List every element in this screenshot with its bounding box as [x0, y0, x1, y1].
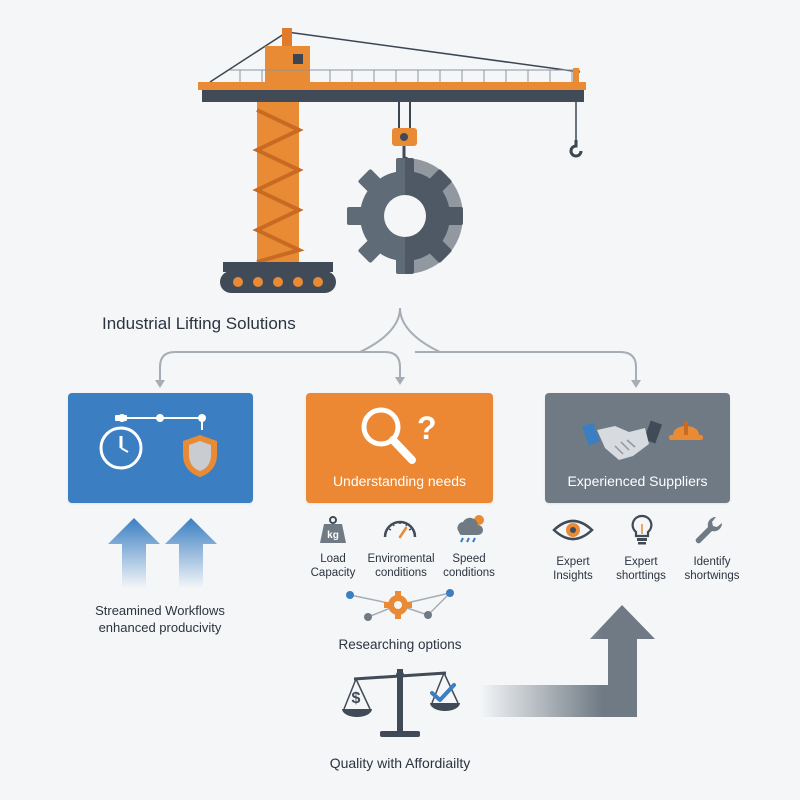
- shield-icon: [183, 435, 217, 477]
- supplier-item-line2: Insights: [553, 570, 593, 582]
- supplier-item-line1: Expert: [624, 556, 658, 568]
- workflow-card[interactable]: [68, 393, 253, 503]
- supplier-item-line2: shorttings: [616, 570, 666, 582]
- network-gear-icon: [346, 589, 454, 621]
- page-title: Industrial Lifting Solutions: [102, 314, 296, 333]
- dollar-sign: $: [352, 690, 361, 707]
- supplier-item: Expert Insights: [540, 555, 606, 583]
- need-item: Enviromental conditions: [360, 552, 442, 580]
- quality-label: Quality with Affordiailty: [329, 755, 471, 771]
- need-item-line2: Capacity: [310, 567, 356, 579]
- supplier-item: Identify shortwings: [672, 555, 752, 583]
- need-item: Load Capacity: [300, 552, 366, 580]
- eye-icon: [552, 519, 594, 541]
- needs-card-label: Understanding needs: [332, 473, 467, 489]
- weight-kg-text: kg: [327, 530, 339, 541]
- up-arrow-icon: [108, 518, 160, 588]
- supplier-item-line2: shortwings: [684, 570, 740, 582]
- handshake-icon: [581, 420, 663, 460]
- up-arrow-icon: [165, 518, 217, 588]
- researching-label: Researching options: [338, 637, 462, 652]
- crane-illustration: [198, 28, 586, 293]
- left-branch-text: Streamined Workflows enhanced producivit…: [60, 602, 260, 636]
- supplier-item: Expert shorttings: [608, 555, 674, 583]
- balance-scale-icon: $: [342, 669, 460, 737]
- need-item-line1: Speed: [452, 553, 486, 565]
- magnifier-question-icon: ?: [361, 407, 437, 464]
- wrench-icon: [695, 516, 723, 544]
- lightbulb-icon: [631, 514, 653, 545]
- left-branch-line2: enhanced producivity: [98, 620, 222, 635]
- timeline-connector: [118, 414, 206, 430]
- hard-hat-icon: [669, 421, 703, 440]
- need-item-line1: Enviromental: [367, 553, 435, 565]
- supplier-item-line1: Expert: [556, 556, 590, 568]
- growth-arrow-icon: [480, 605, 655, 717]
- need-item-line2: conditions: [375, 567, 427, 579]
- weight-kg-icon: kg: [320, 516, 346, 543]
- suppliers-card-label: Experienced Suppliers: [567, 473, 708, 489]
- supplier-item-line1: Identify: [693, 556, 731, 568]
- weather-icon: [457, 515, 484, 543]
- svg-text:?: ?: [417, 410, 437, 446]
- left-branch-line1: Streamined Workflows: [95, 603, 225, 618]
- need-item-line2: conditions: [443, 567, 495, 579]
- need-item: Speed conditions: [436, 552, 502, 580]
- speedometer-icon: [383, 520, 417, 539]
- need-item-line1: Load: [320, 553, 346, 565]
